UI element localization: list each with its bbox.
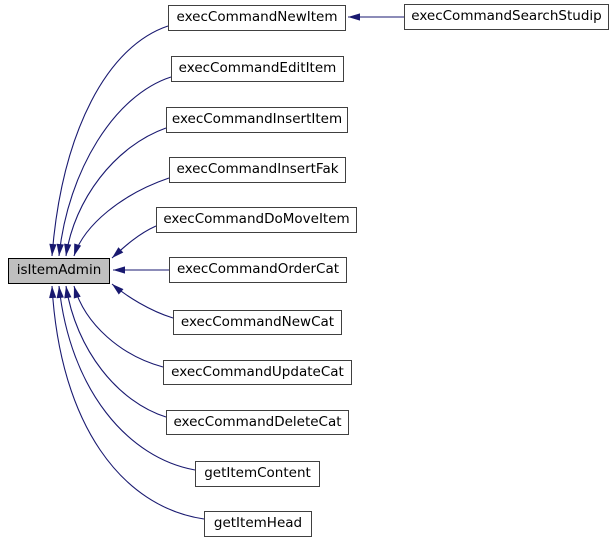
graph-node-execCommandSearchStudip[interactable]: execCommandSearchStudip: [404, 4, 609, 30]
edge-getItemContent-to-isItemAdmin: [56, 285, 196, 471]
graph-node-getItemContent[interactable]: getItemContent: [195, 461, 320, 487]
edge-getItemHead-to-isItemAdmin: [49, 285, 205, 520]
graph-node-execCommandDeleteCat[interactable]: execCommandDeleteCat: [166, 410, 349, 435]
graph-node-execCommandOrderCat[interactable]: execCommandOrderCat: [169, 257, 347, 283]
edge-execCommandInsertFak-to-isItemAdmin: [73, 177, 170, 257]
graph-node-execCommandUpdateCat[interactable]: execCommandUpdateCat: [163, 360, 352, 385]
edge-execCommandDoMoveItem-to-isItemAdmin: [111, 225, 157, 259]
edge-execCommandNewCat-to-isItemAdmin: [111, 283, 174, 319]
edge-execCommandInsertItem-to-isItemAdmin: [64, 127, 167, 257]
graph-node-execCommandEditItem[interactable]: execCommandEditItem: [171, 56, 344, 82]
graph-node-execCommandDoMoveItem[interactable]: execCommandDoMoveItem: [156, 207, 357, 233]
graph-node-getItemHead[interactable]: getItemHead: [204, 511, 312, 537]
edge-execCommandNewItem-to-isItemAdmin: [49, 25, 169, 257]
graph-node-execCommandInsertItem[interactable]: execCommandInsertItem: [166, 107, 348, 133]
graph-node-execCommandInsertFak[interactable]: execCommandInsertFak: [169, 157, 346, 183]
graph-node-execCommandNewItem[interactable]: execCommandNewItem: [168, 5, 346, 31]
edge-execCommandEditItem-to-isItemAdmin: [56, 76, 172, 257]
edge-execCommandDeleteCat-to-isItemAdmin: [64, 285, 167, 418]
graph-node-isItemAdmin: isItemAdmin: [8, 258, 110, 284]
edge-execCommandUpdateCat-to-isItemAdmin: [73, 285, 164, 368]
graph-node-execCommandNewCat[interactable]: execCommandNewCat: [173, 310, 342, 335]
